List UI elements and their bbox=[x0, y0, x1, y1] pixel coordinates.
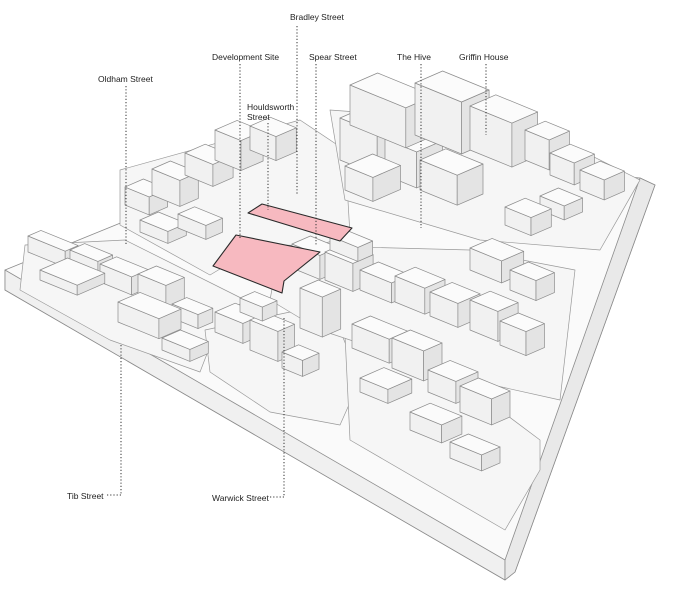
building-roof-14 bbox=[391, 329, 443, 352]
label-bradley-street: Bradley Street bbox=[290, 12, 344, 22]
building-roof-31 bbox=[429, 282, 481, 304]
building-roof-15 bbox=[427, 360, 479, 382]
label-warwick-street: Warwick Street bbox=[212, 493, 269, 503]
building-roof-40 bbox=[344, 153, 401, 178]
building-roof-47 bbox=[539, 187, 583, 207]
building-roof-17 bbox=[359, 367, 413, 390]
label-oldham-street: Oldham Street bbox=[98, 74, 153, 84]
building-roof-39 bbox=[419, 148, 484, 176]
building-roof-33 bbox=[499, 312, 545, 332]
building-roof-35 bbox=[469, 238, 525, 262]
building-roof-43 bbox=[469, 94, 538, 124]
building-roof-5 bbox=[39, 257, 106, 286]
label-leader-lines bbox=[107, 26, 487, 498]
building-roof-36 bbox=[509, 261, 555, 281]
building-roof-10 bbox=[281, 344, 320, 361]
development-site-south-parcel bbox=[212, 234, 321, 294]
building-roof-11 bbox=[299, 279, 342, 298]
building-roof-3 bbox=[137, 265, 185, 286]
building-roof-24 bbox=[249, 116, 297, 137]
building-roof-48 bbox=[504, 197, 552, 218]
surrounding-buildings bbox=[27, 70, 625, 472]
development-site-north-parcel bbox=[247, 203, 353, 242]
development-site-parcels bbox=[212, 203, 353, 294]
building-roof-6 bbox=[117, 292, 182, 320]
building-roof-30 bbox=[394, 266, 446, 289]
building-roof-18 bbox=[409, 402, 463, 426]
building-roof-44 bbox=[524, 120, 570, 141]
building-roof-7 bbox=[161, 329, 209, 350]
label-tib-street: Tib Street bbox=[67, 491, 104, 501]
building-roof-19 bbox=[449, 433, 501, 456]
label-houldsworth-street: Houldsworth Street bbox=[247, 102, 295, 122]
building-roof-42 bbox=[414, 70, 490, 103]
building-roof-0 bbox=[27, 230, 79, 252]
building-roof-46 bbox=[579, 160, 625, 181]
building-roof-12 bbox=[239, 291, 278, 308]
building-roof-45 bbox=[549, 143, 595, 164]
building-roof-26 bbox=[177, 206, 223, 226]
label-griffin-house: Griffin House bbox=[459, 52, 509, 62]
building-face-right-11 bbox=[321, 288, 342, 338]
building-roof-16 bbox=[459, 377, 511, 400]
label-spear-street: Spear Street bbox=[309, 52, 357, 62]
label-the-hive: The Hive bbox=[397, 52, 432, 62]
label-development-site: Development Site bbox=[212, 52, 280, 62]
building-roof-32 bbox=[469, 290, 519, 312]
building-roof-1 bbox=[69, 243, 113, 262]
building-roof-4 bbox=[171, 297, 214, 315]
